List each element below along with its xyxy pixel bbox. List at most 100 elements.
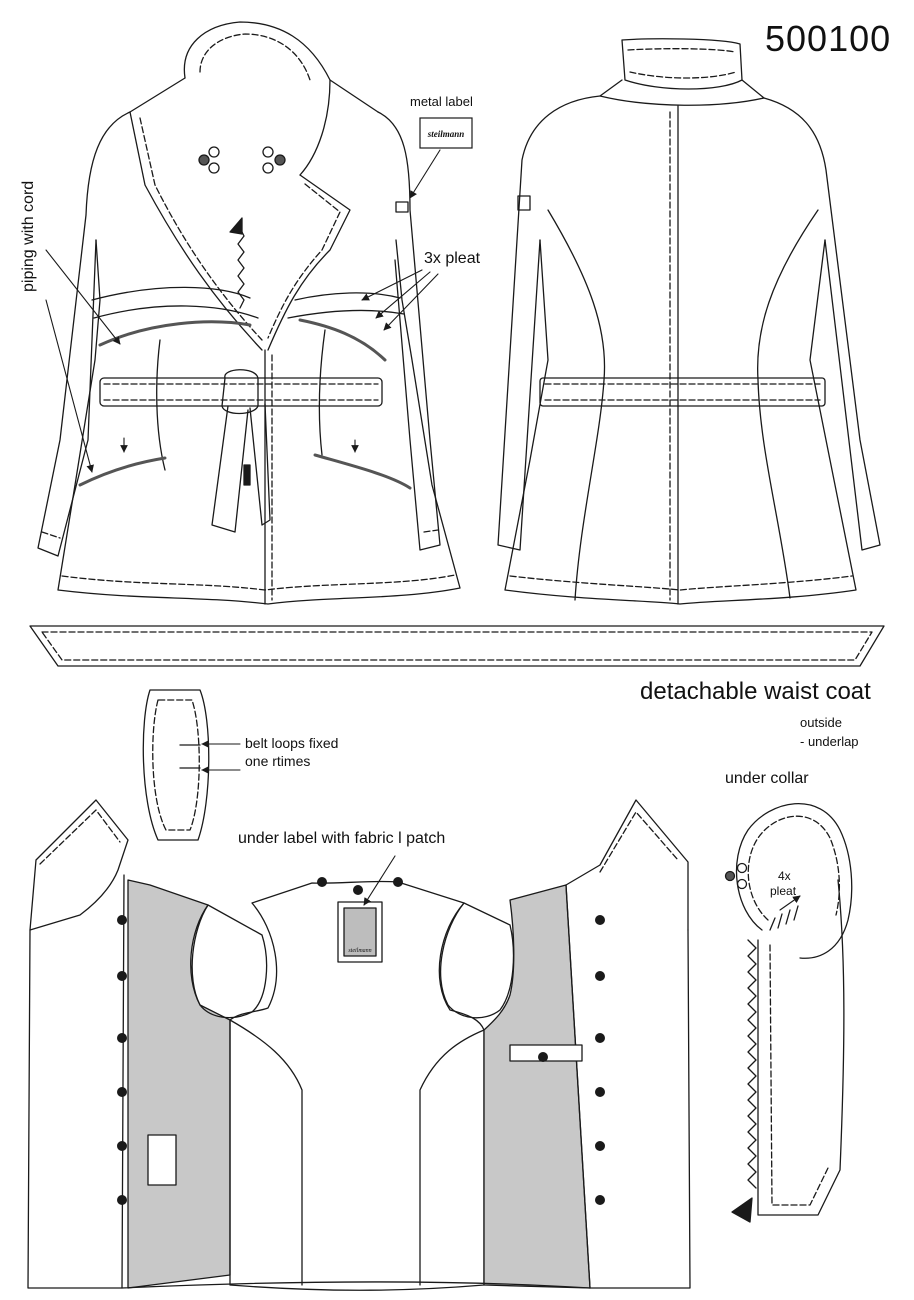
arrow-icon bbox=[375, 271, 431, 319]
eyelet-hook-icon bbox=[198, 146, 286, 174]
front-hem-stitch bbox=[61, 574, 456, 591]
label-pleat: pleat bbox=[770, 884, 797, 898]
under-collar-pleats bbox=[769, 905, 799, 931]
eyelet-hook-icon bbox=[724, 862, 748, 890]
waistcoat-left-shoulder bbox=[29, 799, 129, 931]
belt-stitch bbox=[41, 631, 873, 661]
label-4x: 4x bbox=[778, 869, 791, 883]
front-left-shoulder bbox=[129, 77, 186, 113]
label-under-collar: under collar bbox=[725, 770, 809, 787]
waistcoat-left-shoulder-stitch bbox=[39, 809, 121, 865]
arrow-icon bbox=[361, 269, 423, 301]
front-belt bbox=[99, 377, 383, 407]
back-sleeve-label bbox=[517, 195, 531, 211]
front-collar-stand bbox=[199, 33, 311, 81]
button-dot-icon bbox=[117, 1087, 127, 1097]
label-metal-label: metal label bbox=[410, 94, 473, 109]
back-princess-right bbox=[756, 209, 819, 599]
waistcoat-right-lining bbox=[483, 884, 591, 1289]
back-body bbox=[504, 239, 857, 605]
under-collar-outline bbox=[735, 803, 853, 959]
waistcoat-flat bbox=[27, 799, 691, 1291]
underlap-strip bbox=[757, 879, 845, 1216]
waistcoat-right-front bbox=[565, 884, 691, 1289]
front-princess-left bbox=[156, 339, 166, 471]
waistcoat-back-seam-left bbox=[229, 1019, 303, 1286]
arrow-icon bbox=[363, 855, 396, 906]
front-collar-hanger-tag bbox=[229, 217, 243, 235]
arrow-icon bbox=[409, 149, 441, 199]
front-belt-tail-right bbox=[249, 403, 271, 526]
belt-outline bbox=[29, 625, 885, 667]
back-hem-stitch bbox=[509, 575, 853, 591]
button-dot-icon bbox=[117, 915, 127, 925]
front-sleeve-label bbox=[395, 201, 409, 213]
button-dot-icon bbox=[595, 1195, 605, 1205]
front-left-lapel bbox=[129, 111, 263, 351]
belt-flat bbox=[29, 625, 885, 667]
front-left-cuff bbox=[41, 531, 61, 539]
button-dot-icon bbox=[393, 877, 403, 887]
section-title-detachable-waist-coat: detachable waist coat bbox=[640, 678, 871, 705]
front-pleat-band-2 bbox=[93, 305, 259, 319]
front-right-cuff bbox=[423, 529, 439, 533]
button-dot-icon bbox=[353, 885, 363, 895]
front-piping-right bbox=[298, 318, 387, 362]
front-pocket-right bbox=[313, 453, 412, 490]
label-underlap: - underlap bbox=[800, 734, 859, 749]
front-pocket-left bbox=[78, 456, 167, 487]
front-belt-stitch bbox=[103, 383, 379, 401]
arrow-icon bbox=[45, 299, 94, 473]
back-left-sleeve bbox=[497, 95, 601, 551]
waistcoat-hem bbox=[121, 1281, 591, 1289]
waistcoat-under-label bbox=[343, 907, 377, 957]
front-left-lapel-stitch bbox=[139, 117, 263, 341]
label-belt-loops-2: one rtimes bbox=[245, 753, 311, 769]
button-dot-icon bbox=[595, 915, 605, 925]
button-dot-icon bbox=[117, 1141, 127, 1151]
waistcoat-back-seam-right bbox=[419, 1029, 485, 1286]
front-right-sleeve bbox=[377, 111, 441, 551]
front-shawl-collar bbox=[183, 21, 331, 176]
front-belt-knot bbox=[221, 369, 259, 415]
back-view-jacket bbox=[497, 38, 881, 605]
belt-loop bbox=[142, 689, 210, 841]
front-belt-tail-left bbox=[211, 405, 249, 533]
waistcoat-small-pocket bbox=[147, 1134, 177, 1186]
waistcoat-left-lining bbox=[127, 879, 231, 1289]
back-belt-stitch bbox=[544, 383, 821, 401]
waistcoat-left-armhole bbox=[191, 904, 268, 1019]
label-outside: outside bbox=[800, 715, 842, 730]
label-under-label: under label with fabric l patch bbox=[238, 830, 446, 847]
front-body-outline bbox=[57, 239, 461, 605]
label-3x-pleat: 3x pleat bbox=[424, 250, 481, 267]
front-view-jacket bbox=[37, 21, 461, 605]
back-belt bbox=[539, 377, 826, 407]
underlap-stitch bbox=[769, 944, 829, 1206]
annotation-arrows bbox=[45, 149, 801, 911]
front-right-lapel-stitch bbox=[267, 183, 341, 339]
waistcoat-under-label-patch bbox=[337, 901, 383, 963]
under-label-brand: steilmann bbox=[348, 948, 371, 954]
front-pleat-band-4 bbox=[287, 309, 405, 319]
waistcoat-back-panel bbox=[229, 880, 485, 1291]
metal-label-brand: steilmann bbox=[427, 129, 465, 139]
button-dots bbox=[117, 877, 605, 1205]
front-piping-left bbox=[98, 320, 252, 347]
under-collar-stitch bbox=[747, 815, 840, 921]
zipper-pull-icon bbox=[731, 1197, 753, 1223]
button-dot-icon bbox=[595, 971, 605, 981]
front-right-shoulder bbox=[329, 79, 379, 113]
front-belt-tip bbox=[243, 464, 251, 486]
back-right-sleeve bbox=[763, 97, 881, 551]
button-dot-icon bbox=[595, 1087, 605, 1097]
button-dot-icon bbox=[595, 1033, 605, 1043]
waistcoat-right-shoulder-stitch bbox=[599, 811, 679, 873]
waistcoat-left-front bbox=[27, 874, 125, 1289]
back-yoke bbox=[599, 79, 765, 106]
button-dot-icon bbox=[117, 971, 127, 981]
article-number: 500100 bbox=[765, 18, 892, 59]
under-collar-piece bbox=[724, 803, 853, 1223]
belt-loop-outer bbox=[142, 689, 210, 841]
belt-loop-inner bbox=[152, 699, 200, 831]
